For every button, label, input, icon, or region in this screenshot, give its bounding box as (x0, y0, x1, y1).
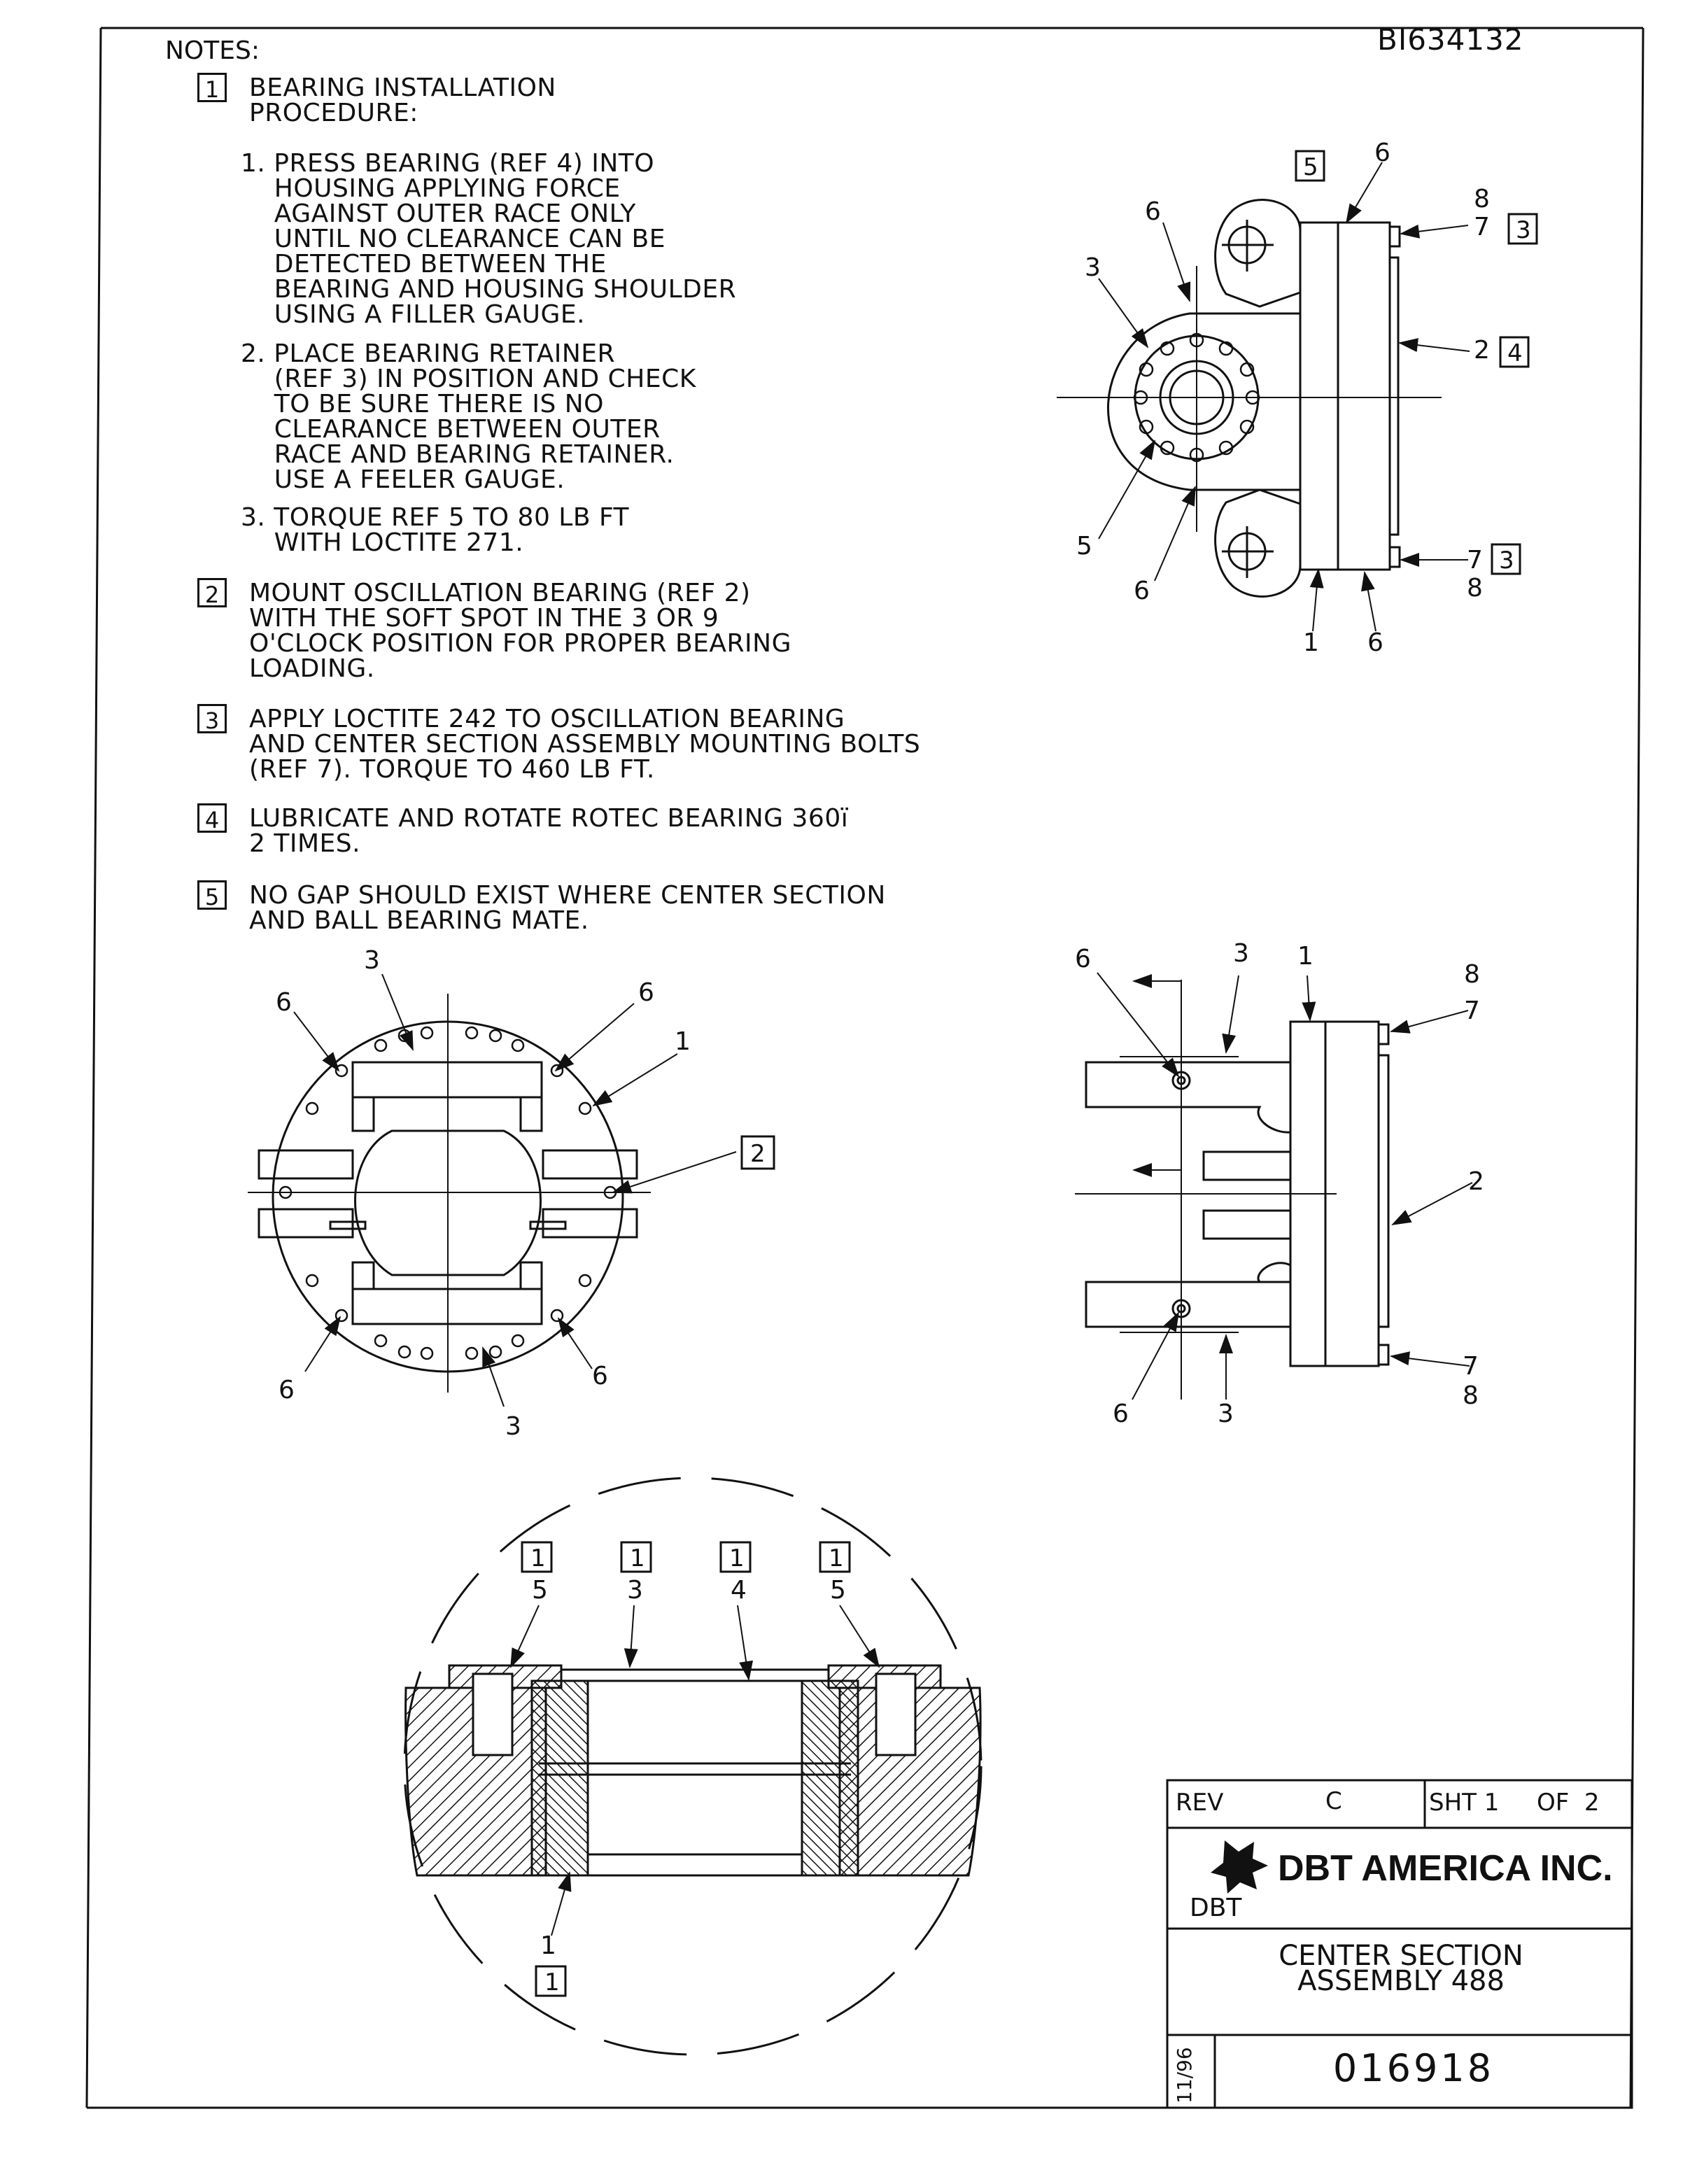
svg-text:5: 5 (830, 1576, 846, 1605)
svg-text:3: 3 (1085, 253, 1101, 282)
top-right-callout-labels: 6 3 5 6 6 8 7 2 7 8 1 6 (1076, 139, 1490, 657)
svg-text:1: 1 (630, 1544, 645, 1572)
svg-text:6: 6 (1145, 197, 1161, 226)
bottom-detail-callout-labels: 5 3 4 5 1 (532, 1576, 846, 1960)
note-number-box: 4 (197, 803, 227, 833)
middle-right-callout-labels: 6 3 1 8 7 2 7 8 6 3 (1075, 939, 1484, 1428)
sheet-label: SHT 1 (1429, 1789, 1500, 1817)
svg-text:5: 5 (532, 1576, 548, 1605)
notes-heading: NOTES: (165, 36, 260, 65)
dbt-logo-icon (1211, 1840, 1268, 1894)
svg-text:1: 1 (540, 1931, 556, 1960)
svg-text:7: 7 (1463, 1352, 1479, 1381)
svg-text:3: 3 (1218, 1400, 1234, 1428)
svg-text:6: 6 (638, 978, 654, 1007)
svg-text:3: 3 (627, 1576, 643, 1605)
note-number-box: 5 (197, 880, 227, 910)
svg-text:6: 6 (592, 1362, 608, 1390)
middle-left-callout-labels: 3 6 6 1 6 6 3 (276, 946, 691, 1441)
note-text: NO GAP SHOULD EXIST WHERE CENTER SECTION… (249, 881, 886, 935)
svg-text:1: 1 (675, 1027, 691, 1056)
middle-left-view (248, 973, 737, 1407)
svg-text:6: 6 (276, 988, 292, 1017)
note-text: BEARING INSTALLATION PROCEDURE: (249, 73, 556, 127)
svg-text:4: 4 (731, 1576, 747, 1605)
drawing-title-line1: CENTER SECTION (1279, 1940, 1523, 1972)
svg-text:6: 6 (1367, 628, 1383, 657)
svg-text:3: 3 (1516, 216, 1531, 244)
svg-text:6: 6 (1113, 1400, 1129, 1428)
svg-text:1: 1 (1297, 942, 1314, 971)
svg-text:1: 1 (544, 1968, 560, 1996)
bottom-detail-view (403, 1477, 983, 2056)
note-text: APPLY LOCTITE 242 TO OSCILLATION BEARING… (249, 705, 921, 784)
svg-text:8: 8 (1474, 185, 1490, 213)
svg-text:6: 6 (279, 1376, 295, 1404)
top-right-boxed-callouts: 5 3 4 3 (1295, 150, 1538, 575)
title-block-frame (1166, 1779, 1633, 2109)
svg-text:3: 3 (1499, 547, 1514, 575)
svg-text:8: 8 (1467, 574, 1483, 603)
svg-text:3: 3 (1233, 939, 1249, 968)
svg-text:7: 7 (1464, 996, 1480, 1025)
rev-value: C (1325, 1787, 1342, 1815)
svg-text:8: 8 (1464, 960, 1480, 989)
drawing-title-line2: ASSEMBLY 488 (1297, 1965, 1505, 1997)
svg-text:3: 3 (505, 1412, 521, 1441)
drawing-number: 016918 (1332, 2046, 1495, 2090)
svg-text:5: 5 (1076, 532, 1092, 561)
middle-right-view (1075, 972, 1473, 1400)
note-text: LUBRICATE AND ROTATE ROTEC BEARING 360ï … (249, 804, 849, 858)
sheet-of: OF 2 (1537, 1789, 1600, 1817)
svg-text:2: 2 (1474, 336, 1490, 365)
svg-text:3: 3 (364, 946, 380, 975)
svg-text:2: 2 (750, 1140, 766, 1168)
svg-text:1: 1 (729, 1544, 745, 1572)
logo-text: DBT (1190, 1894, 1242, 1922)
document-number: BI634132 (1377, 22, 1524, 57)
top-right-view (1057, 162, 1470, 632)
svg-text:1: 1 (829, 1544, 844, 1572)
note-number-box: 2 (197, 578, 227, 608)
procedure-step: 2. PLACE BEARING RETAINER (REF 3) IN POS… (241, 339, 696, 494)
bottom-detail-boxed-callouts: 1 1 1 1 1 (521, 1541, 851, 1997)
svg-text:2: 2 (1468, 1167, 1484, 1196)
svg-text:7: 7 (1467, 546, 1483, 575)
svg-text:7: 7 (1474, 213, 1490, 241)
svg-text:6: 6 (1075, 945, 1091, 973)
svg-text:1: 1 (1303, 628, 1319, 657)
sheet-border (85, 27, 1645, 2109)
procedure-step: 1. PRESS BEARING (REF 4) INTO HOUSING AP… (241, 149, 737, 329)
svg-text:6: 6 (1134, 577, 1150, 605)
svg-text:4: 4 (1507, 339, 1523, 367)
middle-left-boxed-callout: 2 (740, 1135, 775, 1170)
company-name: DBT AMERICA INC. (1278, 1848, 1613, 1889)
svg-text:5: 5 (1303, 153, 1318, 181)
note-text: MOUNT OSCILLATION BEARING (REF 2) WITH T… (249, 579, 791, 683)
drawing-date: 11/96 (1173, 2047, 1196, 2104)
svg-text:1: 1 (530, 1544, 546, 1572)
rev-label: REV (1176, 1789, 1224, 1817)
note-number-box: 3 (197, 704, 227, 734)
procedure-step: 3. TORQUE REF 5 TO 80 LB FT WITH LOCTITE… (241, 503, 630, 557)
note-number-box: 1 (197, 73, 227, 103)
svg-text:6: 6 (1374, 139, 1390, 167)
svg-text:8: 8 (1463, 1381, 1479, 1410)
